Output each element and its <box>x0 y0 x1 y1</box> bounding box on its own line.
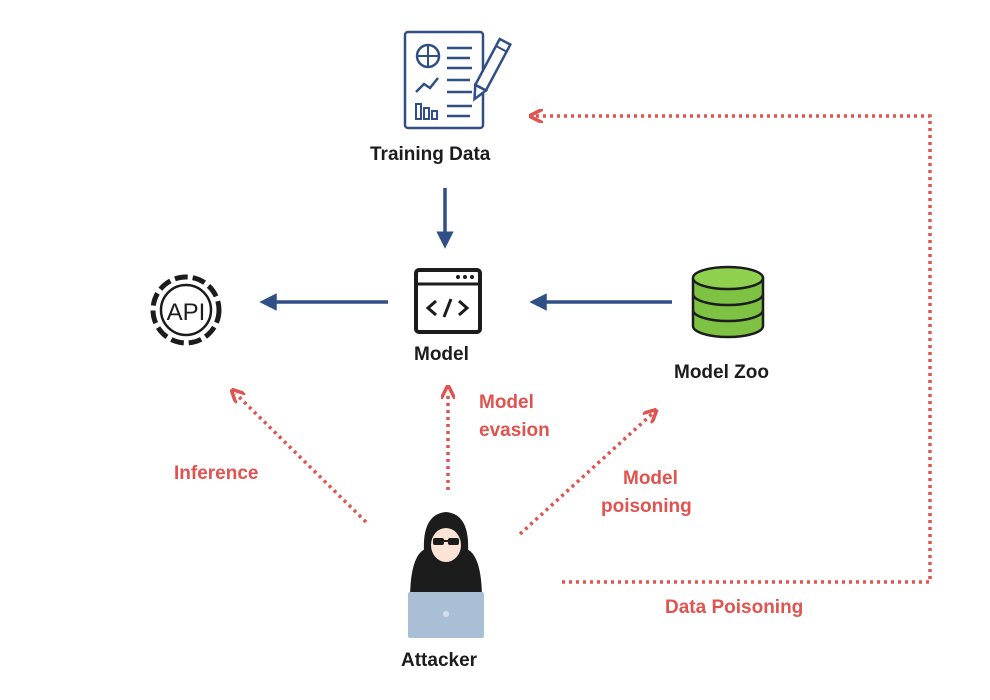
model-poisoning-label: Model poisoning <box>601 465 692 521</box>
model-poisoning-line2: poisoning <box>601 496 692 517</box>
model-evasion-line1: Model <box>479 392 534 413</box>
training-data-label: Training Data <box>370 144 491 165</box>
arrow-model-poisoning <box>518 414 652 536</box>
training-data-icon <box>403 30 513 130</box>
arrow-inference <box>236 394 368 524</box>
inference-label: Inference <box>174 463 259 484</box>
model-code-window-icon <box>414 268 482 334</box>
api-gear-icon: API <box>150 274 222 346</box>
arrow-data-poisoning <box>536 116 932 584</box>
model-zoo-database-icon <box>691 265 765 339</box>
model-label: Model <box>414 344 469 365</box>
attacker-label: Attacker <box>401 650 478 671</box>
svg-text:API: API <box>167 299 206 326</box>
model-evasion-line2: evasion <box>479 420 550 441</box>
model-evasion-label: Model evasion <box>479 389 550 445</box>
data-poisoning-label: Data Poisoning <box>665 597 804 618</box>
model-zoo-label: Model Zoo <box>674 362 769 383</box>
attacker-hacker-icon <box>408 512 484 638</box>
model-poisoning-line1: Model <box>623 468 678 489</box>
